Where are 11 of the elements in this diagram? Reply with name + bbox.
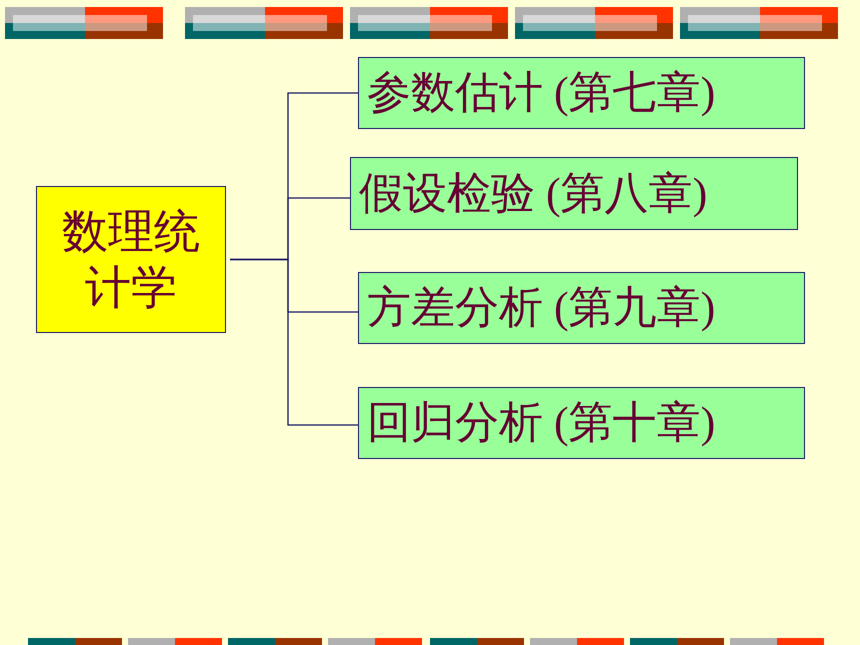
connector-line (230, 258, 358, 426)
chapter-box (358, 57, 805, 129)
chapter-title: 假设检验 (第八章) (359, 172, 708, 216)
chapter-title: 回归分析 (第十章) (367, 401, 716, 445)
chapter-title: 参数估计 (第七章) (367, 71, 716, 115)
chapter-box (358, 272, 805, 344)
chapter-box (350, 157, 798, 230)
chapter-title: 方差分析 (第九章) (367, 286, 716, 330)
topic-title: 数理统计学 (62, 205, 200, 314)
chapter-box (358, 387, 805, 459)
topic-box (36, 186, 226, 333)
